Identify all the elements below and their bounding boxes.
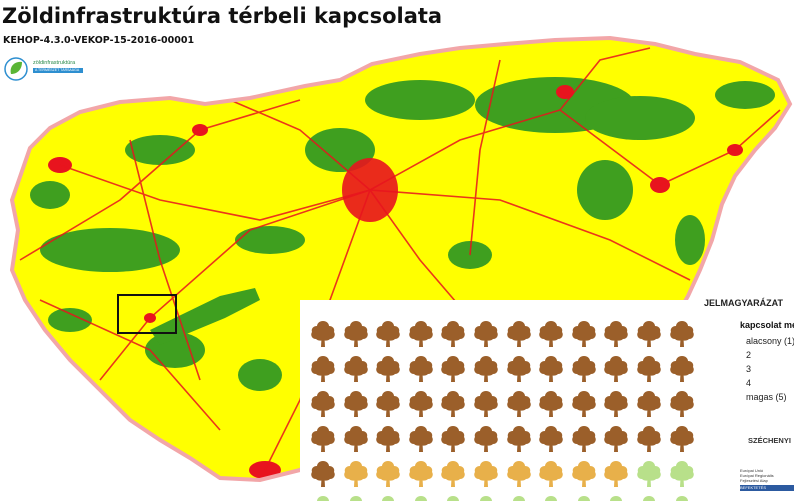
map-title: Zöldinfrastruktúra térbeli kapcsolata	[2, 4, 443, 28]
logo-band	[33, 68, 83, 73]
leaf-logo-icon	[4, 57, 28, 81]
eu-line: Európai Unió	[740, 468, 764, 473]
tree-icon	[610, 496, 623, 501]
tree-icon	[474, 391, 498, 417]
legend-title: JELMAGYARÁZAT	[704, 298, 784, 308]
funder-logo-text: SZÉCHENYI	[748, 436, 791, 445]
country-border	[9, 35, 793, 483]
tree-icon	[343, 321, 368, 347]
tree-icon	[669, 321, 694, 347]
tree-icon	[604, 461, 629, 487]
tree-icon	[409, 356, 433, 382]
tree-icon	[545, 496, 558, 501]
tree-icon	[539, 426, 563, 452]
tree-icon	[637, 356, 661, 382]
legend-heading: kapcsolat mé	[740, 320, 794, 330]
tree-icon	[539, 461, 563, 487]
tree-icon	[474, 321, 498, 347]
eu-funding-badge: Európai Unió Európai Regionális Fejleszt…	[740, 468, 794, 496]
tree-icon	[604, 321, 629, 347]
tree-icon	[474, 426, 498, 452]
tree-icon	[376, 391, 400, 417]
tree-icon	[311, 426, 335, 452]
logo: zöldinfrastruktúra A TERMÉSZET TÁRSAÁGA	[3, 56, 123, 84]
tree-icon	[506, 356, 531, 382]
logo-text: zöldinfrastruktúra	[33, 60, 76, 66]
tree-icon	[409, 461, 433, 487]
tree-icon	[669, 391, 694, 417]
tree-icon	[506, 461, 531, 487]
legend-item-4: 4	[746, 378, 752, 388]
tree-icon	[604, 356, 629, 382]
tree-icon	[604, 391, 629, 417]
tree-icon	[512, 496, 525, 501]
logo-subtext: A TERMÉSZET TÁRSAÁGA	[35, 68, 80, 72]
eu-line: Európai Regionális	[740, 473, 774, 478]
tree-icon	[414, 496, 427, 501]
tree-icon	[409, 321, 433, 347]
legend: JELMAGYARÁZAT kapcsolat mé alacsony (1) …	[700, 296, 794, 501]
tree-icon	[572, 391, 596, 417]
project-code: KEHOP-4.3.0-VEKOP-15-2016-00001	[3, 35, 195, 46]
tree-icon	[376, 461, 400, 487]
eu-bar: BEFEKTETÉS	[740, 485, 794, 491]
tree-icon	[539, 356, 563, 382]
tree-icon	[343, 461, 368, 487]
tree-icon	[311, 391, 335, 417]
tree-icon	[441, 321, 466, 347]
legend-item-5: magas (5)	[746, 392, 787, 402]
eu-line: Fejlesztési Alap	[740, 478, 768, 483]
tree-icon	[506, 321, 531, 347]
tree-icon	[539, 321, 563, 347]
tree-icon	[343, 356, 368, 382]
tree-icon	[317, 496, 329, 501]
tree-icon	[474, 356, 498, 382]
tree-icon	[643, 496, 655, 501]
tree-icon	[409, 391, 433, 417]
tree-icon	[637, 321, 661, 347]
tree-icon	[669, 356, 694, 382]
tree-icon	[382, 496, 395, 501]
tree-icon	[376, 426, 400, 452]
tree-icon	[349, 496, 362, 501]
tree-icon	[572, 321, 596, 347]
tree-icon	[311, 461, 335, 487]
tree-icon	[376, 321, 400, 347]
detail-frame	[117, 294, 177, 334]
tree-icon	[637, 461, 661, 487]
tree-icon	[409, 426, 433, 452]
tree-icon	[480, 496, 492, 501]
green-areas	[30, 77, 775, 391]
tree-icon	[572, 426, 596, 452]
tree-icon	[669, 426, 694, 452]
tree-icon	[447, 496, 460, 501]
tree-icon	[637, 426, 661, 452]
legend-item-2: 2	[746, 350, 752, 360]
tree-icon	[311, 356, 335, 382]
tree-icon	[343, 391, 368, 417]
tree-icon	[474, 461, 498, 487]
tree-icon	[637, 391, 661, 417]
tree-icon	[539, 391, 563, 417]
legend-item-3: 3	[746, 364, 752, 374]
tree-icon	[506, 426, 531, 452]
tree-icon	[604, 426, 629, 452]
tree-icon	[572, 356, 596, 382]
tree-icon	[441, 426, 466, 452]
tree-icon	[343, 426, 368, 452]
tree-icon	[675, 496, 688, 501]
tree-icon	[572, 461, 596, 487]
legend-item-1: alacsony (1)	[746, 336, 794, 346]
tree-icon	[311, 321, 335, 347]
tree-icon	[441, 356, 466, 382]
tree-icon	[577, 496, 590, 501]
tree-icon	[441, 461, 466, 487]
tree-icon	[376, 356, 400, 382]
tree-icon	[669, 461, 694, 487]
tree-icon-grid	[300, 300, 698, 501]
tree-icon	[441, 391, 466, 417]
tree-icon	[506, 391, 531, 417]
